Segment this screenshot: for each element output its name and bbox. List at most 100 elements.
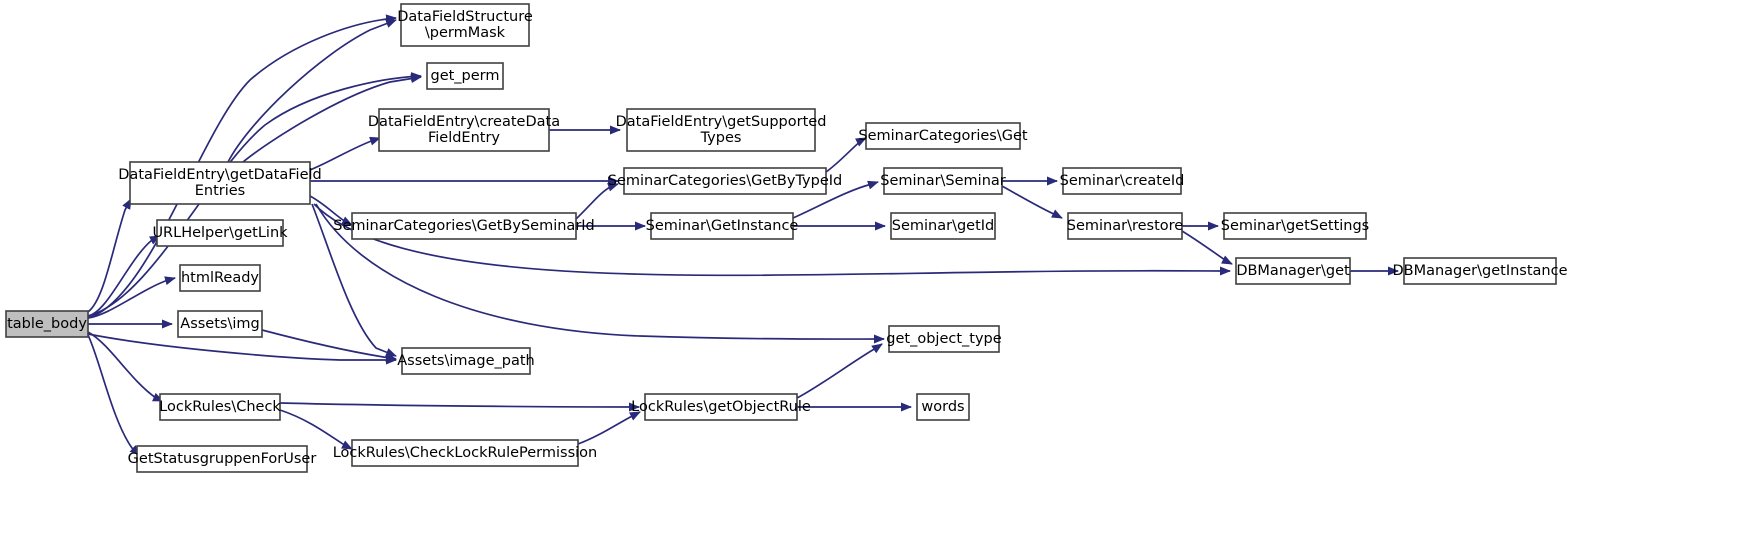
call-edge (279, 402, 640, 412)
node-box[interactable] (378, 108, 550, 152)
node-lockrules_checkLockRulePermission[interactable]: LockRules\CheckLockRulePermission (333, 439, 598, 467)
node-get_perm[interactable]: get_perm (426, 62, 504, 90)
node-box[interactable] (5, 310, 89, 338)
node-box[interactable] (890, 212, 996, 240)
node-assets_img[interactable]: Assets\img (177, 310, 263, 338)
node-label: Seminar\restore (1067, 218, 1184, 234)
node-get_object_type[interactable]: get_object_type (886, 325, 1002, 353)
node-dfs_permMask[interactable]: DataFieldStructure\permMask (397, 3, 533, 47)
node-dbmanager_getInstance[interactable]: DBManager\getInstance (1392, 257, 1568, 285)
node-box[interactable] (401, 347, 531, 375)
node-box[interactable] (1062, 167, 1182, 195)
node-label: get_object_type (886, 331, 1001, 347)
node-label: Seminar\getSettings (1221, 218, 1369, 234)
call-edge (313, 203, 1231, 277)
node-getStatusgruppenForUser[interactable]: GetStatusgruppenForUser (128, 445, 317, 473)
node-label: Seminar\createId (1060, 173, 1185, 189)
node-label: DataFieldEntry\createData (368, 114, 560, 130)
node-label: \permMask (425, 25, 506, 41)
node-seminar_getInstance[interactable]: Seminar\GetInstance (646, 212, 799, 240)
call-edge (242, 74, 422, 163)
call-edge (87, 276, 176, 319)
node-box[interactable] (179, 264, 261, 292)
node-box[interactable] (426, 62, 504, 90)
node-box[interactable] (400, 3, 530, 47)
call-edge (87, 14, 397, 319)
node-label: LockRules\CheckLockRulePermission (333, 445, 598, 461)
node-label: DataFieldStructure (397, 9, 533, 25)
call-edge (87, 71, 422, 317)
node-label: Assets\image_path (397, 353, 534, 369)
node-box[interactable] (916, 393, 970, 421)
call-edge (309, 195, 353, 226)
node-table_body[interactable]: table_body (5, 310, 89, 338)
call-edge (279, 409, 353, 450)
call-edge (311, 203, 397, 357)
node-label: URLHelper\getLink (152, 225, 288, 241)
call-edge (87, 333, 397, 365)
node-box[interactable] (136, 445, 308, 473)
node-box[interactable] (159, 393, 281, 421)
node-box[interactable] (177, 310, 263, 338)
node-htmlReady[interactable]: htmlReady (179, 264, 261, 292)
node-box[interactable] (888, 325, 1000, 353)
node-label: SeminarCategories\GetBySeminarId (333, 218, 595, 234)
call-edge (796, 343, 883, 399)
node-label: SeminarCategories\Get (858, 128, 1028, 144)
node-sc_getByTypeId[interactable]: SeminarCategories\GetByTypeId (608, 167, 843, 195)
call-edge (315, 203, 885, 344)
node-box[interactable] (351, 212, 577, 240)
node-box[interactable] (1223, 212, 1367, 240)
call-edge (87, 331, 164, 402)
call-edge (261, 329, 397, 362)
node-box[interactable] (351, 439, 579, 467)
node-label: LockRules\getObjectRule (631, 399, 811, 415)
call-edge (87, 235, 161, 317)
node-box[interactable] (1067, 212, 1183, 240)
call-edge (792, 180, 879, 219)
node-box[interactable] (650, 212, 794, 240)
call-edge (87, 198, 132, 313)
call-edge (87, 334, 141, 456)
call-edge (227, 19, 397, 163)
node-words[interactable]: words (916, 393, 970, 421)
node-seminar_createId[interactable]: Seminar\createId (1060, 167, 1185, 195)
node-box[interactable] (156, 219, 284, 247)
node-box[interactable] (865, 122, 1021, 150)
node-seminar_seminar[interactable]: Seminar\Seminar (880, 167, 1006, 195)
node-label: Types (700, 130, 742, 146)
node-assets_image_path[interactable]: Assets\image_path (397, 347, 535, 375)
node-lockrules_check[interactable]: LockRules\Check (159, 393, 281, 421)
node-dbmanager_get[interactable]: DBManager\get (1235, 257, 1351, 285)
node-label: table_body (7, 316, 87, 332)
node-sc_getBySeminarId[interactable]: SeminarCategories\GetBySeminarId (333, 212, 595, 240)
node-box[interactable] (129, 161, 311, 205)
node-box[interactable] (644, 393, 798, 421)
node-label: get_perm (430, 68, 499, 84)
node-box[interactable] (1235, 257, 1351, 285)
node-label: DBManager\getInstance (1392, 263, 1567, 279)
node-box[interactable] (626, 108, 816, 152)
call-edge (577, 411, 641, 445)
node-label: GetStatusgruppenForUser (128, 451, 317, 467)
node-sc_get[interactable]: SeminarCategories\Get (858, 122, 1028, 150)
node-lockrules_getObjectRule[interactable]: LockRules\getObjectRule (631, 393, 811, 421)
node-label: Assets\img (180, 316, 259, 332)
node-seminar_getSettings[interactable]: Seminar\getSettings (1221, 212, 1369, 240)
node-urlhelper_getLink[interactable]: URLHelper\getLink (152, 219, 288, 247)
node-box[interactable] (1403, 257, 1557, 285)
node-seminar_getId[interactable]: Seminar\getId (890, 212, 996, 240)
node-box[interactable] (623, 167, 827, 195)
call-edge (309, 136, 381, 171)
node-label: htmlReady (181, 270, 259, 286)
node-seminar_restore[interactable]: Seminar\restore (1067, 212, 1184, 240)
node-label: LockRules\Check (159, 399, 281, 415)
call-edge (575, 182, 619, 220)
node-label: DataFieldEntry\getDataField (118, 167, 321, 183)
node-box[interactable] (883, 167, 1003, 195)
